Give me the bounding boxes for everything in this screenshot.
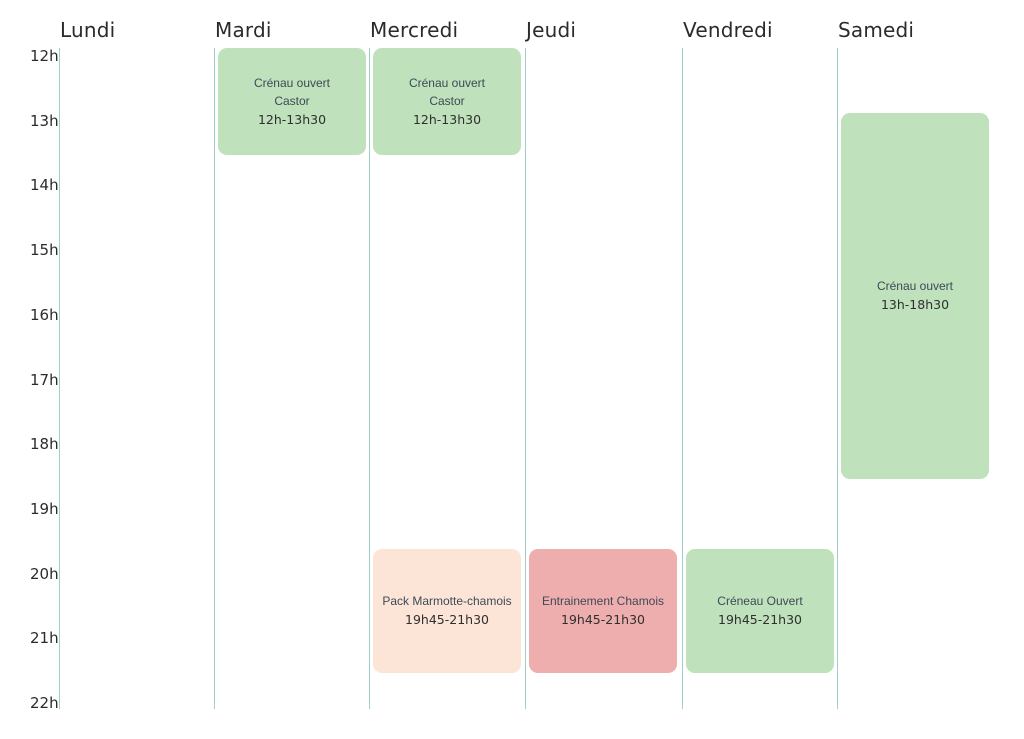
- event-time: 19h45-21h30: [718, 612, 802, 628]
- event-title: Crénau ouvert: [876, 278, 954, 293]
- event-time: 19h45-21h30: [561, 612, 645, 628]
- event-block[interactable]: Créneau Ouvert 19h45-21h30: [686, 549, 834, 673]
- hour-label: 22h: [30, 694, 59, 712]
- event-title: Castor: [429, 93, 465, 108]
- event-block[interactable]: Crénau ouvert 13h-18h30: [841, 112, 989, 479]
- day-column-line: [525, 48, 526, 709]
- event-time: 12h-13h30: [412, 111, 482, 127]
- day-header-jeudi: Jeudi: [526, 18, 577, 42]
- day-column-line: [214, 48, 215, 709]
- day-header-samedi: Samedi: [838, 18, 915, 42]
- day-column-line: [837, 48, 838, 709]
- event-title: Créneau Ouvert: [717, 594, 803, 609]
- day-column-line: [369, 48, 370, 709]
- event-title: Castor: [274, 93, 310, 108]
- hour-label: 21h: [30, 629, 59, 648]
- event-title: Crénau ouvert: [253, 75, 331, 90]
- hour-label: 13h: [30, 111, 59, 130]
- hour-label: 19h: [30, 499, 59, 518]
- event-block[interactable]: Entrainement Chamois 19h45-21h30: [529, 549, 677, 673]
- event-title: Pack Marmotte-chamois: [382, 594, 512, 609]
- day-header-mardi: Mardi: [215, 18, 272, 42]
- hour-label: 16h: [30, 305, 59, 324]
- hour-label: 20h: [30, 564, 59, 583]
- day-header-lundi: Lundi: [60, 18, 116, 42]
- day-header-mercredi: Mercredi: [370, 18, 459, 42]
- hour-label: 12h: [30, 47, 59, 65]
- day-column-line: [682, 48, 683, 709]
- event-title: Crénau ouvert: [408, 75, 486, 90]
- event-time: 13h-18h30: [880, 296, 950, 312]
- hour-label: 17h: [30, 370, 59, 389]
- event-title: Entrainement Chamois: [541, 594, 665, 609]
- hour-label: 18h: [30, 435, 59, 454]
- event-time: 12h-13h30: [257, 111, 327, 127]
- hour-label: 14h: [30, 176, 59, 195]
- hour-label: 15h: [30, 241, 59, 260]
- event-block[interactable]: Pack Marmotte-chamois 19h45-21h30: [373, 549, 521, 673]
- day-header-vendredi: Vendredi: [683, 18, 773, 42]
- day-column-line: [59, 48, 60, 709]
- event-time: 19h45-21h30: [405, 612, 489, 628]
